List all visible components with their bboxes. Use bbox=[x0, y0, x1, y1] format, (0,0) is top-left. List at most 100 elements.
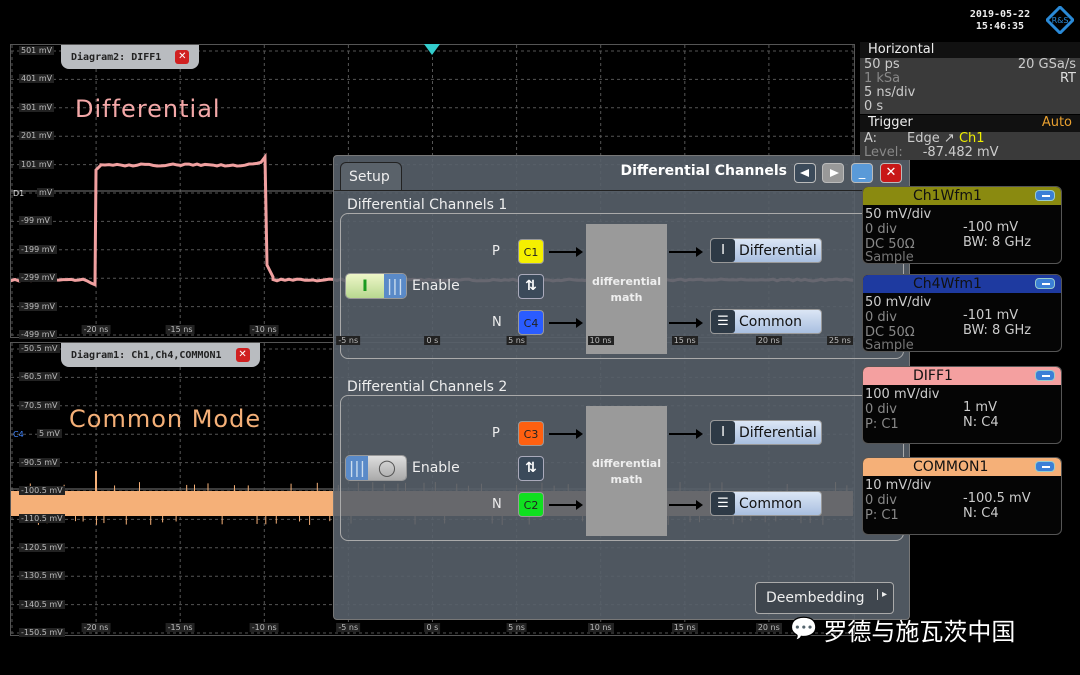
p-channel-select[interactable]: C1 bbox=[518, 239, 544, 264]
y-tick-label: -90.5 mV bbox=[19, 458, 60, 467]
time: 15:46:35 bbox=[960, 21, 1040, 33]
y-tick-label: -499 mV bbox=[19, 330, 57, 339]
signal-box-diff1[interactable]: DIFF1 100 mV/div 0 div P: C1 1 mV N: C4 bbox=[862, 366, 1062, 444]
signal-name: COMMON1 bbox=[913, 459, 988, 475]
trigger-source: Ch1 bbox=[959, 131, 985, 146]
minimize-icon[interactable] bbox=[1035, 278, 1055, 289]
arrow-icon bbox=[549, 504, 581, 506]
n-label: N bbox=[492, 315, 502, 330]
y-tick-label: -130.5 mV bbox=[19, 571, 65, 580]
signal-value: -100.5 mV bbox=[963, 491, 1031, 506]
tab-setup[interactable]: Setup bbox=[340, 162, 402, 191]
signal-coupling: P: C1 bbox=[865, 417, 899, 432]
y-tick-label: -120.5 mV bbox=[19, 543, 65, 552]
back-button[interactable] bbox=[794, 163, 816, 183]
signal-info: N: C4 bbox=[963, 415, 999, 430]
trigger-type: Edge bbox=[907, 131, 940, 146]
y-tick-label: -150.5 mV bbox=[19, 628, 65, 637]
acq-mode: RT bbox=[1060, 72, 1076, 86]
signal-name: DIFF1 bbox=[913, 368, 953, 384]
p-label: P bbox=[492, 426, 500, 441]
y-tick-label: -199 mV bbox=[19, 245, 57, 254]
differential-math-block: differential math bbox=[586, 406, 667, 536]
trigger-title: Trigger bbox=[868, 115, 913, 132]
date: 2019-05-22 bbox=[960, 9, 1040, 21]
wechat-icon: 💬 bbox=[790, 617, 817, 642]
arrow-icon bbox=[669, 322, 701, 324]
arrow-right-icon bbox=[830, 169, 839, 177]
minimize-icon[interactable] bbox=[1035, 370, 1055, 381]
forward-button[interactable] bbox=[822, 163, 844, 183]
common-output-button[interactable]: ☰Common bbox=[710, 491, 822, 516]
differential-annotation: Differential bbox=[75, 95, 221, 123]
signal-scale: 10 mV/div bbox=[865, 478, 931, 493]
signal-value: -100 mV bbox=[963, 220, 1018, 235]
diagram2-tab[interactable]: Diagram2: DIFF1✕ bbox=[61, 45, 199, 69]
datetime: 2019-05-2215:46:35 bbox=[960, 9, 1040, 33]
trigger-header[interactable]: TriggerAuto bbox=[860, 115, 1080, 132]
toggle-off-icon: ◯ bbox=[368, 456, 406, 480]
p-channel-select[interactable]: C3 bbox=[518, 421, 544, 446]
diagram1-tab[interactable]: Diagram1: Ch1,Ch4,COMMON1✕ bbox=[61, 343, 260, 367]
n-channel-select[interactable]: C2 bbox=[518, 492, 544, 517]
output-label: Differential bbox=[739, 425, 817, 441]
close-icon[interactable]: ✕ bbox=[236, 348, 250, 362]
y-tick-label: -299 mV bbox=[19, 273, 57, 282]
signal-coupling: P: C1 bbox=[865, 508, 899, 523]
signal-box-ch1wfm1[interactable]: Ch1Wfm1 50 mV/div 0 div DC 50Ω Sample -1… bbox=[862, 186, 1062, 264]
signal-name: Ch4Wfm1 bbox=[913, 276, 982, 292]
toggle-handle-icon: ||| bbox=[384, 274, 406, 298]
x-tick-label: -5 ns bbox=[336, 336, 360, 345]
y-tick-label: 501 mV bbox=[19, 46, 54, 55]
x-tick-label: 15 ns bbox=[672, 623, 698, 632]
signal-box-ch4wfm1[interactable]: Ch4Wfm1 50 mV/div 0 div DC 50Ω Sample -1… bbox=[862, 274, 1062, 352]
common-icon: ☰ bbox=[711, 492, 735, 515]
swap-icon[interactable]: ⇅ bbox=[518, 274, 544, 299]
toggle-handle-icon: ||| bbox=[346, 456, 368, 480]
y-tick-label: -399 mV bbox=[19, 302, 57, 311]
differential-output-button[interactable]: ΙDifferential bbox=[710, 420, 822, 445]
enable-toggle-1[interactable]: I||| bbox=[345, 273, 407, 299]
x-tick-label: 15 ns bbox=[672, 336, 698, 345]
signal-info: BW: 8 GHz bbox=[963, 235, 1031, 250]
rising-edge-icon: ↗ bbox=[944, 131, 955, 146]
deembedding-label: Deembedding bbox=[766, 590, 865, 606]
swap-icon[interactable]: ⇅ bbox=[518, 456, 544, 481]
trigger-position-marker-icon[interactable] bbox=[424, 44, 440, 56]
common-output-button[interactable]: ☰Common bbox=[710, 309, 822, 334]
y-tick-label: 5 mV bbox=[37, 429, 62, 438]
enable-toggle-2[interactable]: |||◯ bbox=[345, 455, 407, 481]
trigger-level: -87.482 mV bbox=[923, 146, 999, 160]
deembedding-button[interactable]: Deembedding ▸ bbox=[755, 582, 894, 614]
arrow-left-icon bbox=[800, 169, 809, 177]
horizontal-header[interactable]: Horizontal bbox=[860, 42, 1080, 58]
svg-text:R&S: R&S bbox=[1052, 16, 1069, 25]
trigger-prefix: A: bbox=[864, 132, 877, 146]
arrow-right-icon: ▸ bbox=[877, 589, 887, 600]
y-tick-label: 201 mV bbox=[19, 131, 54, 140]
differential-channels-dialog: Setup Differential Channels _ ✕ Differen… bbox=[333, 155, 910, 620]
signal-box-common1[interactable]: COMMON1 10 mV/div 0 div P: C1 -100.5 mV … bbox=[862, 457, 1062, 535]
signal-scale: 50 mV/div bbox=[865, 207, 931, 222]
minimize-icon[interactable] bbox=[1035, 461, 1055, 472]
time-scale: 5 ns/div bbox=[864, 86, 915, 100]
signal-offset: 0 div bbox=[865, 310, 897, 325]
group-title: Differential Channels 2 bbox=[347, 379, 507, 395]
signal-value: 1 mV bbox=[963, 400, 997, 415]
differential-icon: Ι bbox=[711, 239, 735, 262]
minimize-icon[interactable] bbox=[1035, 190, 1055, 201]
differential-output-button[interactable]: ΙDifferential bbox=[710, 238, 822, 263]
signal-info: BW: 8 GHz bbox=[963, 323, 1031, 338]
x-tick-label: 20 ns bbox=[756, 623, 782, 632]
y-tick-label: -110.5 mV bbox=[19, 514, 65, 523]
x-tick-label: -10 ns bbox=[250, 325, 279, 334]
signal-offset: 0 div bbox=[865, 402, 897, 417]
c4-marker: C4 bbox=[13, 430, 24, 439]
x-tick-label: 20 ns bbox=[756, 336, 782, 345]
x-tick-label: -15 ns bbox=[166, 623, 195, 632]
enable-label: Enable bbox=[412, 460, 460, 476]
y-tick-label: -100.5 mV bbox=[19, 486, 65, 495]
n-channel-select[interactable]: C4 bbox=[518, 310, 544, 335]
x-tick-label: -10 ns bbox=[250, 623, 279, 632]
close-icon[interactable]: ✕ bbox=[175, 50, 189, 64]
